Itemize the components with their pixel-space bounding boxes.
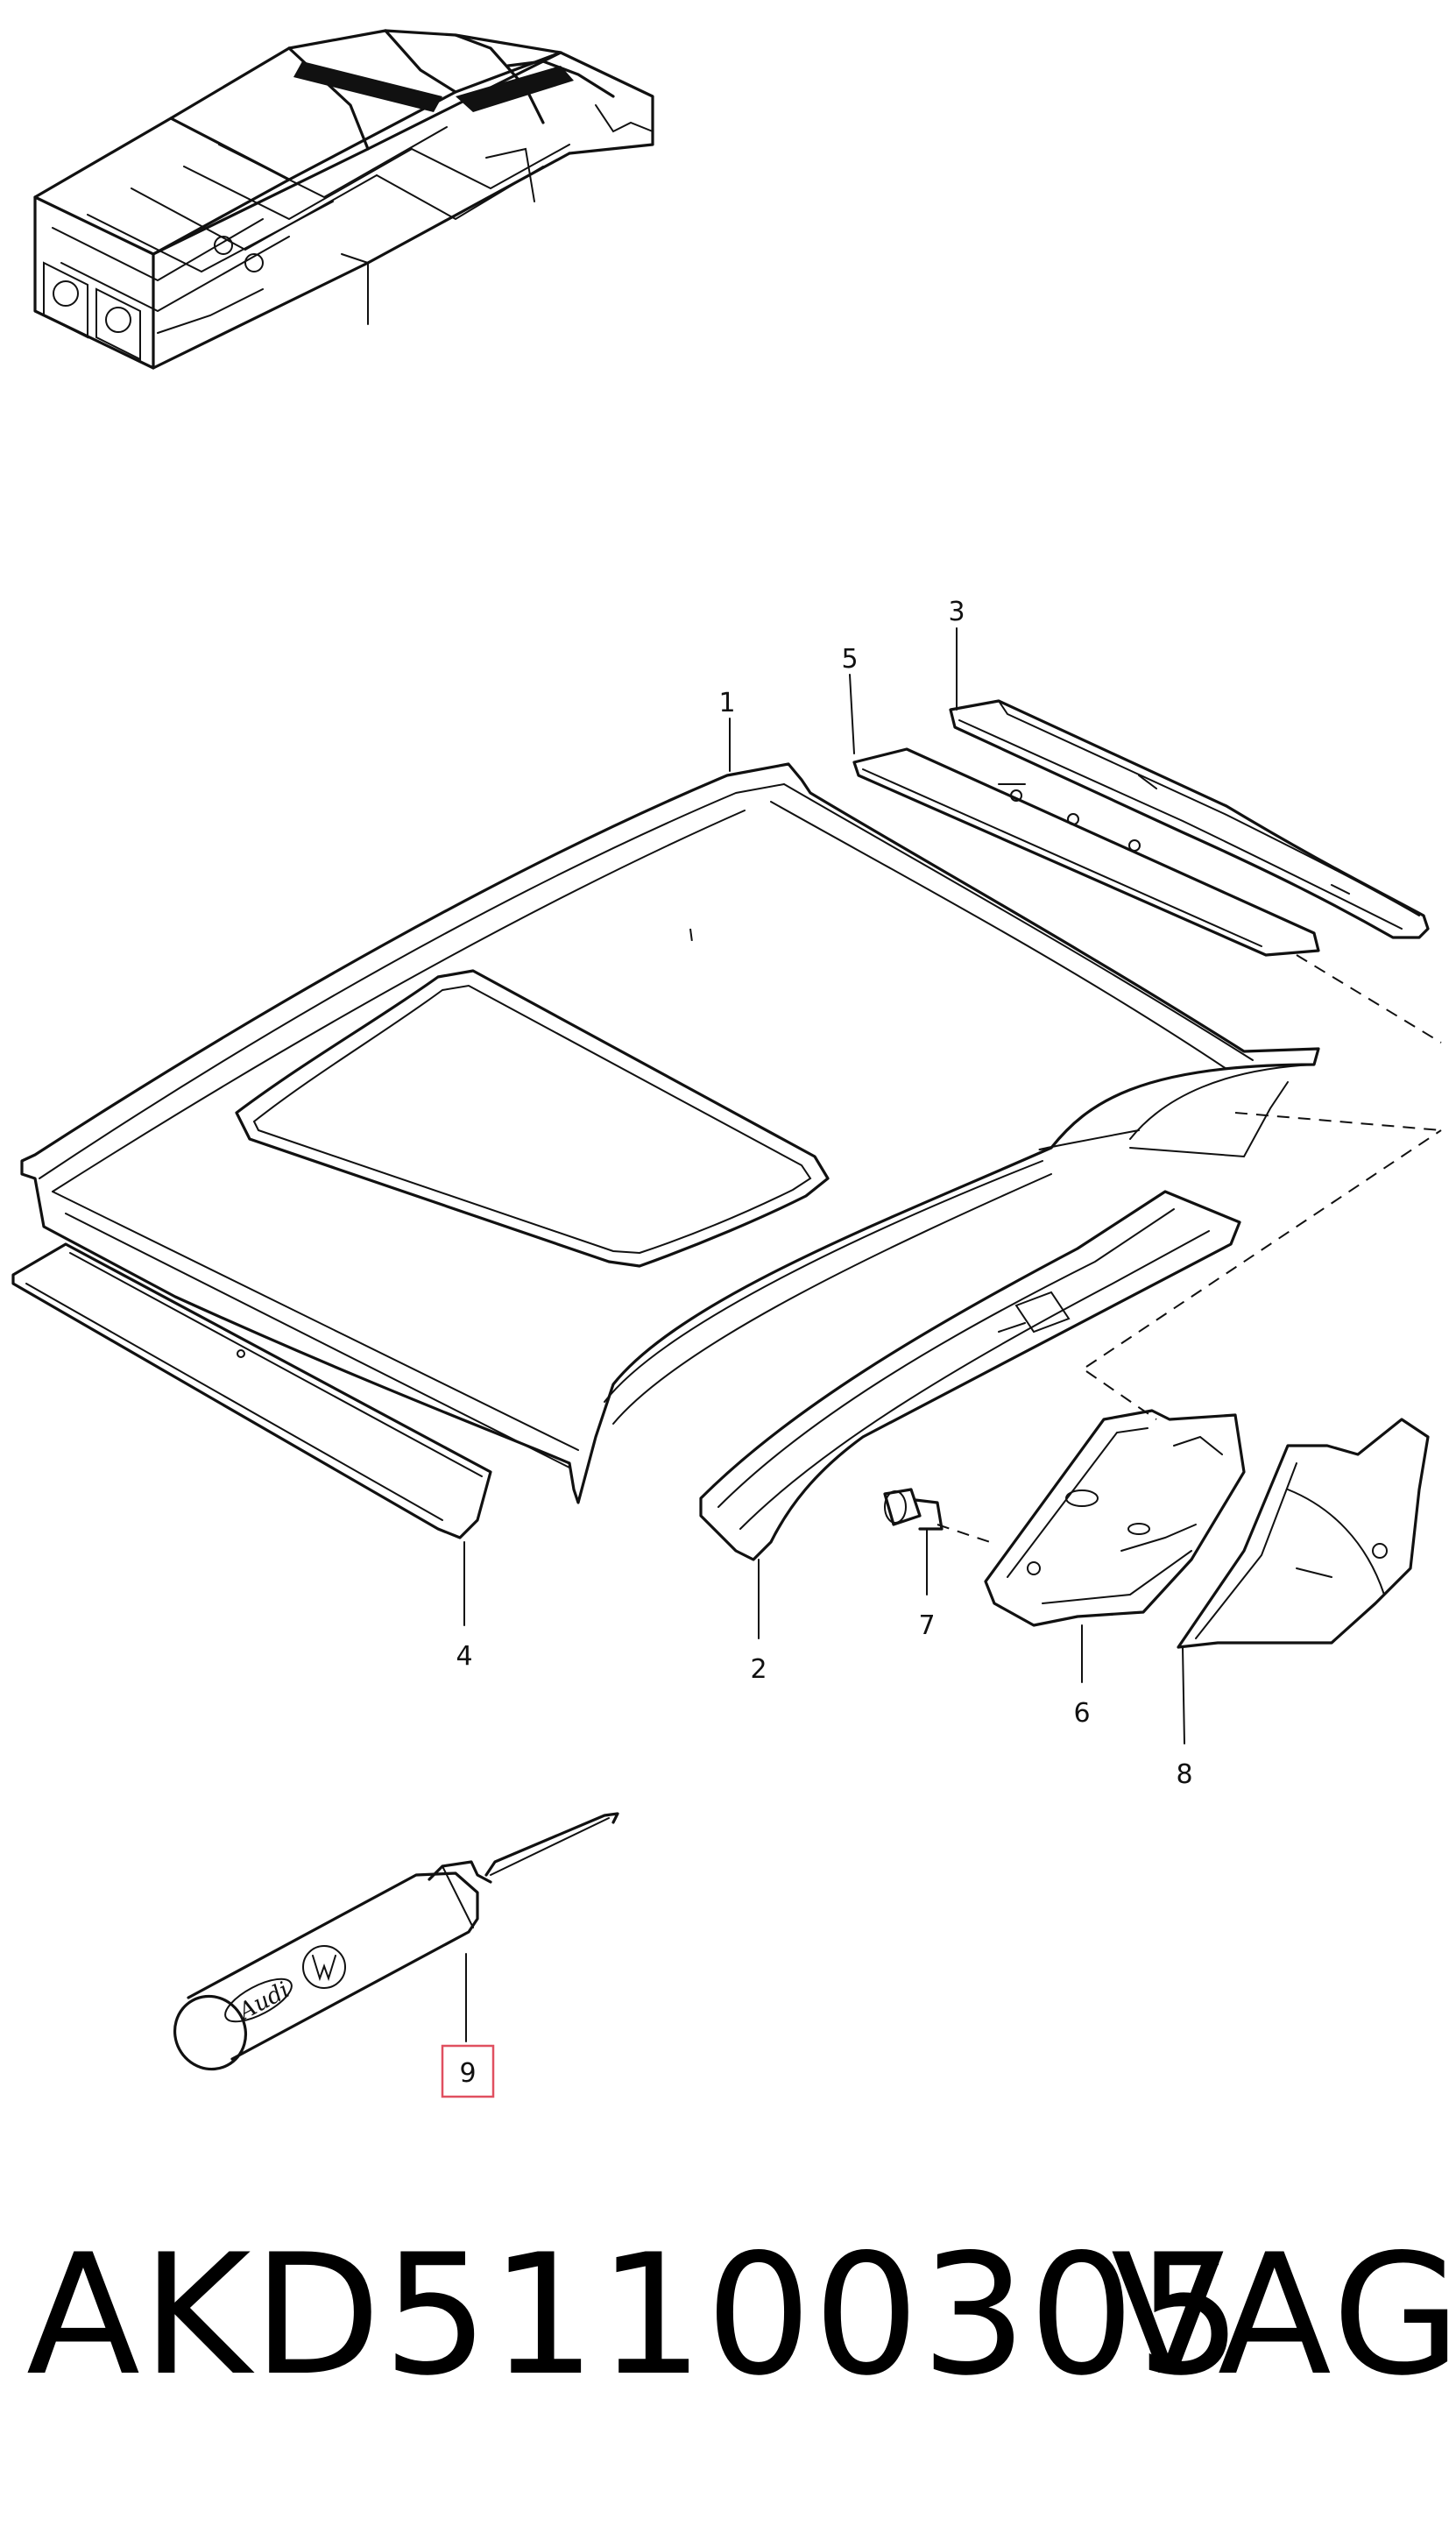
car-body-overview <box>33 29 654 370</box>
callout-5: 5 <box>841 644 858 675</box>
leader-lines <box>463 627 1185 2042</box>
assembly-guide-lines <box>689 928 1442 1543</box>
callout-1: 1 <box>718 688 735 718</box>
brand-name: VAG <box>1111 2218 1456 2412</box>
reinforcement-panel <box>1177 1418 1430 1649</box>
callout-4: 4 <box>456 1641 472 1672</box>
callout-9: 9 <box>459 2058 476 2089</box>
front-roof-cross-member <box>852 747 1320 957</box>
callout-2: 2 <box>750 1654 767 1685</box>
callout-7: 7 <box>918 1610 935 1641</box>
vw-logo-icon <box>302 1945 346 1989</box>
roof-panel <box>20 762 1320 1504</box>
cleaning-tool: Audi <box>173 1812 619 2071</box>
side-roof-rail-right <box>949 699 1430 939</box>
callout-6: 6 <box>1073 1698 1090 1729</box>
bracket <box>984 1409 1246 1627</box>
part-number: AKD51100305 <box>26 2218 1244 2412</box>
bolt <box>883 1488 944 1531</box>
callout-3: 3 <box>948 597 965 627</box>
rear-roof-cross-member <box>11 1242 492 1539</box>
side-roof-rail-lower <box>699 1190 1241 1561</box>
callouts: 1 5 3 4 2 7 6 8 9 <box>441 597 1193 2098</box>
callout-8: 8 <box>1176 1759 1192 1790</box>
callout-9-highlight <box>441 2044 495 2098</box>
